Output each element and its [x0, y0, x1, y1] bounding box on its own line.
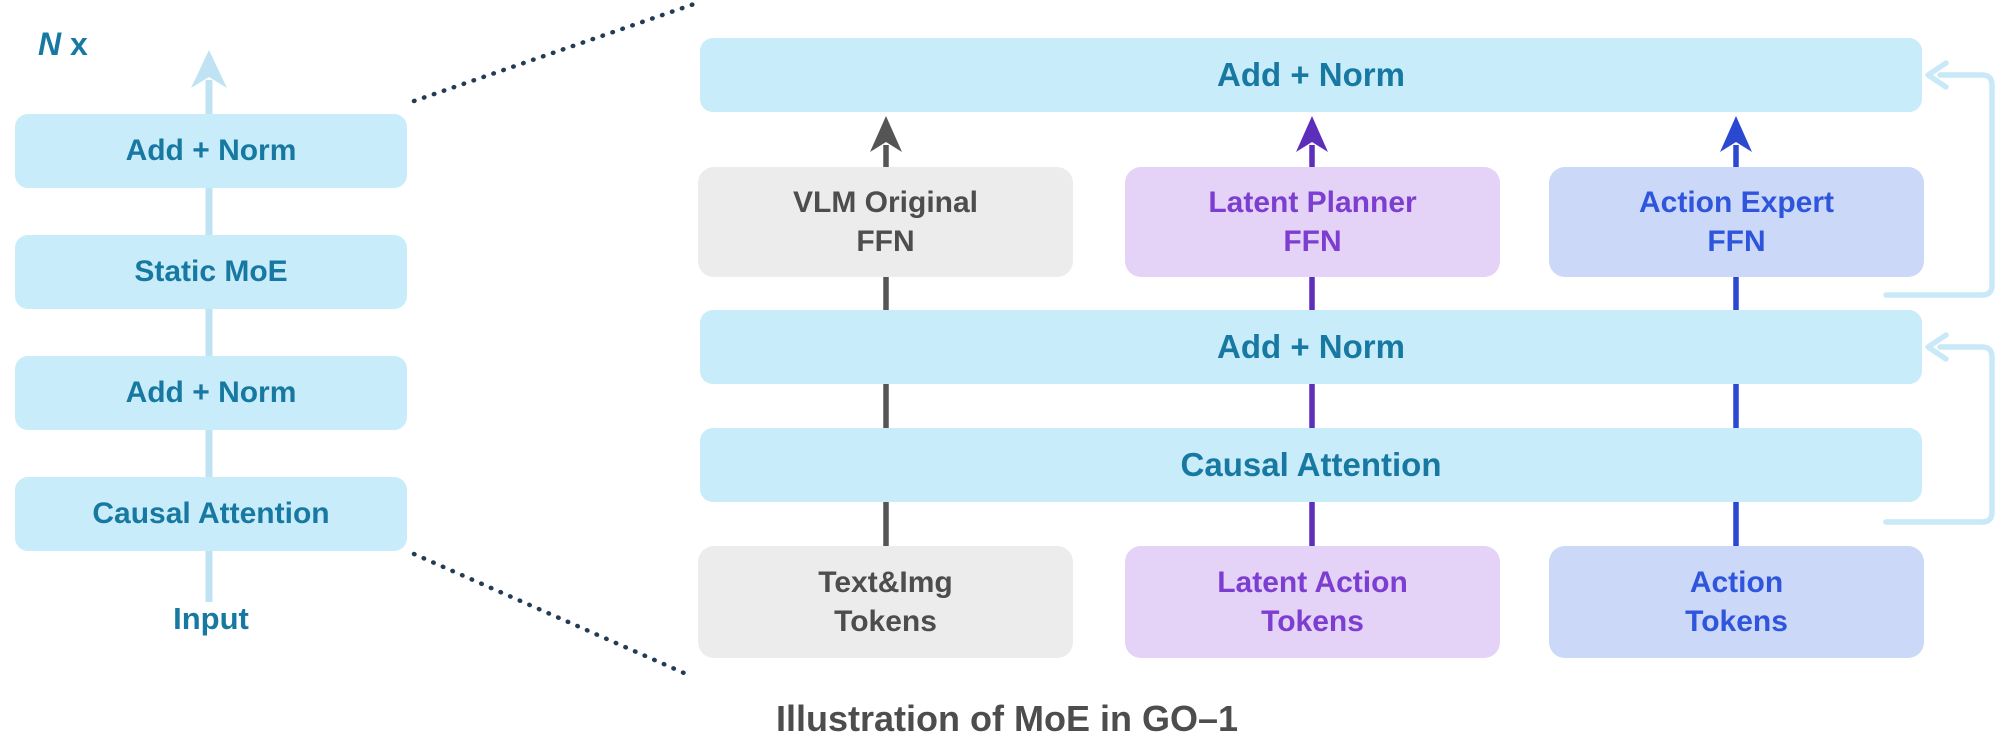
box-label-line1: Action — [1689, 566, 1784, 599]
box-label-line2: Tokens — [1685, 605, 1788, 638]
right-box-add-norm-mid: Add + Norm — [700, 310, 1922, 384]
action-expert-ffn-box: Action Expert FFN — [1549, 167, 1924, 277]
box-label-line2: FFN — [1707, 225, 1766, 258]
repeat-x: x — [61, 26, 88, 62]
box-label: Add + Norm — [1217, 56, 1405, 93]
vlm-original-ffn-box: VLM Original FFN — [698, 167, 1073, 277]
left-box-static-moe: Static MoE — [15, 235, 407, 309]
box-label: Add + Norm — [125, 376, 297, 409]
latent-planner-ffn-box: Latent Planner FFN — [1125, 167, 1500, 277]
box-label-line2: FFN — [856, 225, 915, 258]
box-label: Causal Attention — [92, 497, 330, 530]
box-label: Static MoE — [134, 255, 288, 288]
box-label-line2: Tokens — [1261, 605, 1364, 638]
right-box-add-norm-top: Add + Norm — [700, 38, 1922, 112]
box-label: Add + Norm — [125, 134, 297, 167]
right-box-causal-attention: Causal Attention — [700, 428, 1922, 502]
box-label: Causal Attention — [1180, 446, 1442, 483]
box-label-line1: Text&Img — [818, 566, 953, 599]
figure-caption: Illustration of MoE in GO–1 — [775, 698, 1239, 739]
zoom-dotted-line-top — [411, 0, 700, 104]
repeat-count-label: N x — [38, 26, 88, 63]
text-img-tokens-box: Text&Img Tokens — [698, 546, 1073, 658]
left-box-add-norm-top: Add + Norm — [15, 114, 407, 188]
zoom-dotted-line-bottom — [411, 551, 687, 676]
repeat-n: N — [38, 26, 62, 62]
left-box-causal-attention: Causal Attention — [15, 477, 407, 551]
input-label: Input — [173, 601, 249, 636]
left-box-add-norm-bottom: Add + Norm — [15, 356, 407, 430]
latent-action-tokens-box: Latent Action Tokens — [1125, 546, 1500, 658]
box-label-line1: Action Expert — [1638, 186, 1835, 219]
box-label-line1: Latent Action — [1217, 566, 1408, 599]
box-label: Add + Norm — [1217, 328, 1405, 365]
box-label-line1: VLM Original — [792, 186, 978, 219]
box-label-line2: FFN — [1283, 225, 1342, 258]
box-label-line1: Latent Planner — [1208, 186, 1417, 219]
box-label-line2: Tokens — [834, 605, 937, 638]
action-tokens-box: Action Tokens — [1549, 546, 1924, 658]
